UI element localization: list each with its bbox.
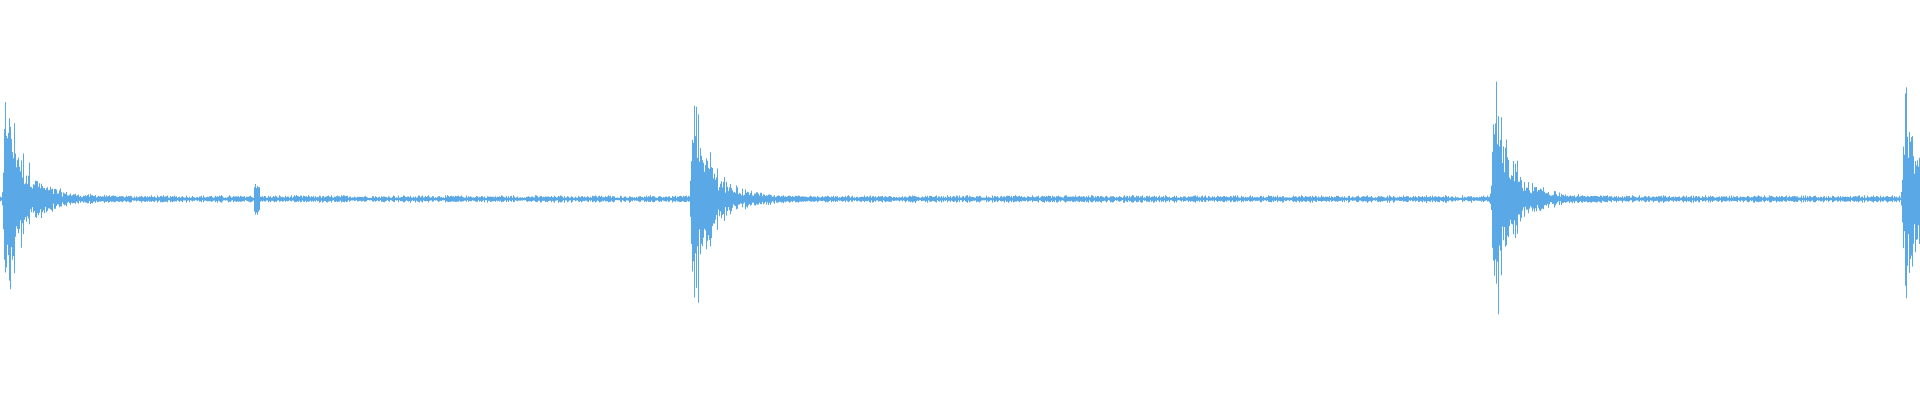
waveform-samples — [0, 81, 1920, 315]
waveform-path — [0, 81, 1920, 315]
